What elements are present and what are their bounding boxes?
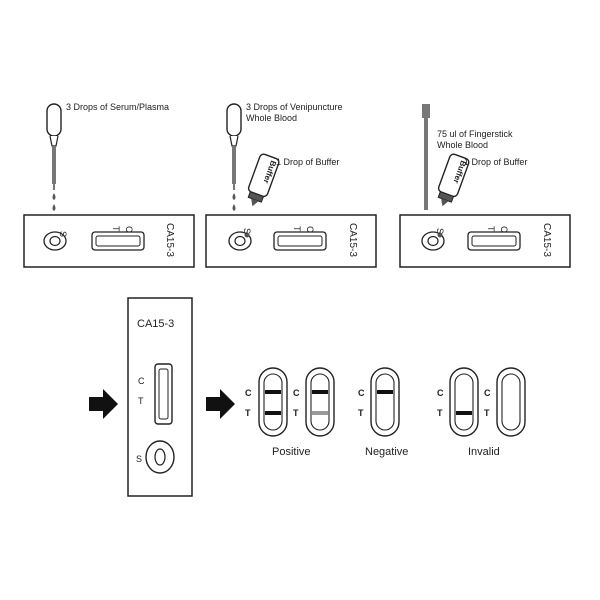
result-window-inner [158,368,169,420]
step-venipuncture: 3 Drops of Venipuncture Whole Blood Buff… [205,102,377,268]
strip-window [258,367,288,437]
strip-window [449,367,479,437]
strip-window [305,367,335,437]
test-line-label: T [138,396,144,406]
buffer-bottle-icon: Buffer [247,153,280,207]
result-caption: Negative [365,446,408,458]
cassette-label: CA15-3 [164,223,175,257]
buffer-instruction: 1 Drop of Buffer [276,157,339,167]
buffer-instruction: 1 Drop of Buffer [464,157,527,167]
sample-well [43,231,67,251]
cassette-title: CA15-3 [137,318,174,330]
result-invalid: C T C T Invalid [437,367,526,458]
arrow-right-icon [206,389,235,419]
sample-well [421,231,445,251]
instruction-line1: 3 Drops of Venipuncture [246,102,343,112]
instruction-text: 3 Drops of Serum/Plasma [66,102,169,112]
test-line-label: T [111,226,121,232]
buffer-bottle-icon: Buffer [437,153,470,207]
control-line [312,390,328,394]
dropper-icon [226,103,242,190]
instruction-line2: Whole Blood [246,113,297,123]
test-line-faint [312,411,328,415]
large-cassette: CA15-3 C T S [127,297,193,497]
instruction-line2: Whole Blood [437,140,488,150]
control-line-label: C [358,388,365,398]
sample-label: S [136,454,142,464]
result-window-inner [95,235,141,247]
strip-window [496,367,526,437]
result-positive: C T C T Positive [245,367,335,458]
result-caption: Invalid [468,446,500,458]
test-line-label: T [486,226,496,232]
test-line-label: T [484,408,490,418]
control-line [377,390,393,394]
control-line-label: C [437,388,444,398]
dropper-icon [46,103,62,190]
control-line-label: C [124,226,134,233]
sample-label: S [435,228,445,234]
capillary-tube-icon [422,104,430,210]
test-line-label: T [245,408,251,418]
test-line [456,411,472,415]
cassette-label: CA15-3 [347,223,358,257]
drop-icon [52,193,56,211]
control-line [265,390,281,394]
sample-label: S [242,228,252,234]
control-line-label: C [484,388,491,398]
cassette-label: CA15-3 [541,223,552,257]
drop-icon [232,193,236,211]
strip-window [370,367,400,437]
test-line-label: T [437,408,443,418]
control-line-label: C [305,226,315,233]
control-line-label: C [138,376,145,386]
test-line-label: T [292,226,302,232]
sample-well-inner [154,448,166,466]
result-negative: C T Negative [358,367,408,458]
result-window-inner [277,235,323,247]
sample-label: S [58,231,68,237]
result-window-inner [471,235,517,247]
result-caption: Positive [272,446,311,458]
step-fingerstick: 75 ul of Fingerstick Whole Blood Buffer … [399,104,571,268]
step-serum-plasma: 3 Drops of Serum/Plasma S T C CA15-3 [23,102,195,268]
test-line [265,411,281,415]
arrow-right-icon [89,389,118,419]
instruction-line1: 75 ul of Fingerstick [437,129,513,139]
test-line-label: T [293,408,299,418]
control-line-label: C [499,226,509,233]
test-line-label: T [358,408,364,418]
sample-well [228,231,252,251]
control-line-label: C [293,388,300,398]
control-line-label: C [245,388,252,398]
